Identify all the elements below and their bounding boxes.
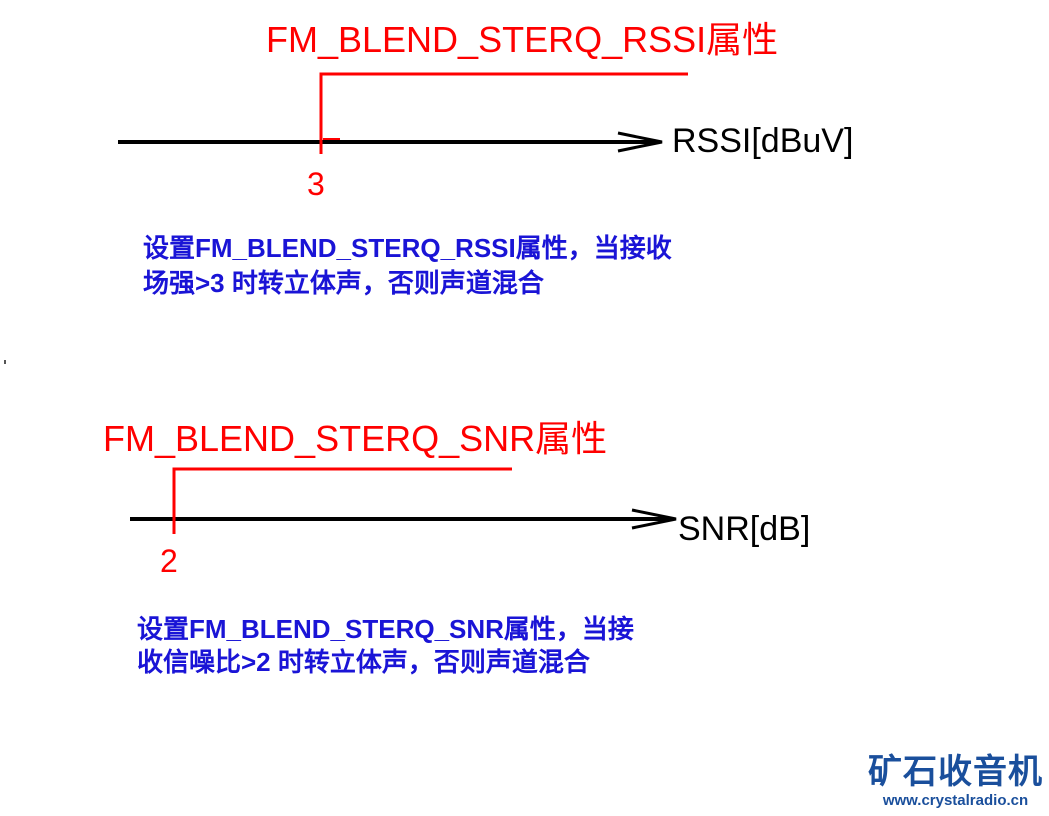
watermark-url: www.crystalradio.cn <box>882 792 1029 809</box>
stray-mark <box>4 360 6 364</box>
rssi-description-line-1: 设置FM_BLEND_STERQ_RSSI属性，当接收 <box>143 233 672 263</box>
snr-description-line-1: 设置FM_BLEND_STERQ_SNR属性，当接 <box>137 614 634 644</box>
rssi-description-line-2: 场强>3 时转立体声，否则声道混合 <box>143 268 544 298</box>
snr-threshold-step <box>172 467 512 534</box>
snr-threshold-value: 2 <box>160 543 178 579</box>
snr-description-line-2: 收信噪比>2 时转立体声，否则声道混合 <box>137 647 590 677</box>
rssi-threshold-value: 3 <box>307 166 325 202</box>
rssi-axis-arrow <box>617 131 663 153</box>
snr-axis-arrow <box>631 508 677 530</box>
rssi-title: FM_BLEND_STERQ_RSSI属性 <box>266 19 779 60</box>
watermark-logo: 矿石收音机 www.crystalradio.cn <box>868 752 1043 810</box>
snr-title: FM_BLEND_STERQ_SNR属性 <box>103 418 608 459</box>
rssi-threshold-step <box>319 72 688 154</box>
rssi-axis-label: RSSI[dBuV] <box>672 122 854 160</box>
watermark-name: 矿石收音机 <box>868 753 1043 791</box>
snr-axis-label: SNR[dB] <box>678 510 811 548</box>
